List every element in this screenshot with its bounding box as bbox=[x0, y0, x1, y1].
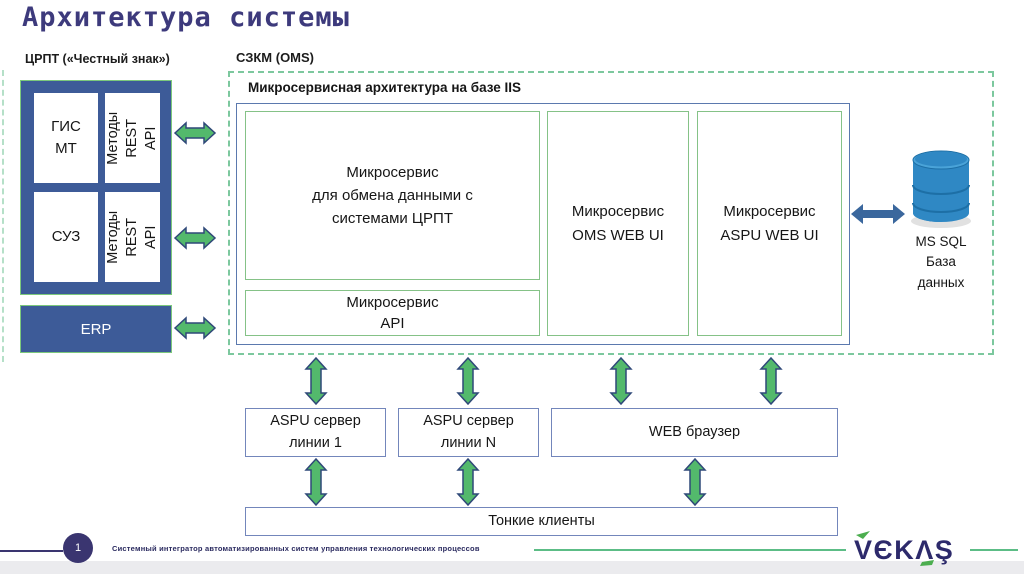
szkm-group-label: СЗКМ (OMS) bbox=[236, 50, 315, 65]
double-arrow-vertical-icon bbox=[304, 356, 328, 406]
double-arrow-vertical-icon bbox=[759, 356, 783, 406]
page-number-badge: 1 bbox=[63, 533, 93, 563]
rest-api-methods-box-top: Методы REST API bbox=[105, 93, 160, 183]
thin-clients-box: Тонкие клиенты bbox=[245, 507, 838, 536]
erp-box: ERP bbox=[20, 305, 172, 353]
microservice-aspu-webui-box: Микросервис ASPU WEB UI bbox=[697, 111, 842, 336]
logo-green-accent bbox=[920, 560, 934, 566]
rest-api-methods-label: Методы REST API bbox=[105, 210, 159, 264]
footer-green-line-right bbox=[970, 549, 1018, 551]
gis-mt-box: ГИС МТ bbox=[34, 93, 98, 183]
double-arrow-horizontal-icon bbox=[173, 316, 217, 340]
rest-api-methods-box-bottom: Методы REST API bbox=[105, 192, 160, 282]
double-arrow-horizontal-icon bbox=[173, 226, 217, 250]
crpt-group-label: ЦРПТ («Честный знак») bbox=[25, 52, 170, 66]
aspu-server-line1-box: ASPU сервер линии 1 bbox=[245, 408, 386, 457]
microservice-api-box: Микросервис API bbox=[245, 290, 540, 336]
szkm-dashed-region bbox=[228, 71, 994, 355]
footer-gray-band bbox=[0, 561, 1024, 574]
aspu-server-lineN-box: ASPU сервер линии N bbox=[398, 408, 539, 457]
left-dashed-border bbox=[2, 70, 4, 362]
double-arrow-horizontal-icon bbox=[173, 121, 217, 145]
double-arrow-vertical-icon bbox=[683, 457, 707, 507]
double-arrow-vertical-icon bbox=[456, 356, 480, 406]
vekas-logo: VЄKΛŞ bbox=[854, 531, 954, 566]
db-label: MS SQL База данных bbox=[915, 234, 967, 290]
double-arrow-db-icon bbox=[851, 204, 905, 224]
web-browser-box: WEB браузер bbox=[551, 408, 838, 457]
double-arrow-vertical-icon bbox=[456, 457, 480, 507]
logo-letters: VЄKΛŞ bbox=[854, 535, 954, 565]
footer-tagline: Системный интегратор автоматизированных … bbox=[112, 544, 480, 553]
double-arrow-vertical-icon bbox=[304, 457, 328, 507]
rest-api-methods-label: Методы REST API bbox=[105, 111, 159, 165]
footer-green-line-left bbox=[534, 549, 846, 551]
logo-green-accent bbox=[856, 531, 870, 539]
crpt-container: ГИС МТ Методы REST API СУЗ Методы REST A… bbox=[20, 80, 172, 295]
page-title: Архитектура системы bbox=[22, 2, 350, 33]
microservice-exchange-box: Микросервис для обмена данными с система… bbox=[245, 111, 540, 280]
double-arrow-vertical-icon bbox=[609, 356, 633, 406]
footer-navy-line bbox=[0, 550, 63, 552]
suz-box: СУЗ bbox=[34, 192, 98, 282]
iis-architecture-label: Микросервисная архитектура на базе IIS bbox=[248, 80, 522, 95]
database-cylinder-icon bbox=[911, 150, 971, 228]
microservice-oms-webui-box: Микросервис OMS WEB UI bbox=[547, 111, 689, 336]
